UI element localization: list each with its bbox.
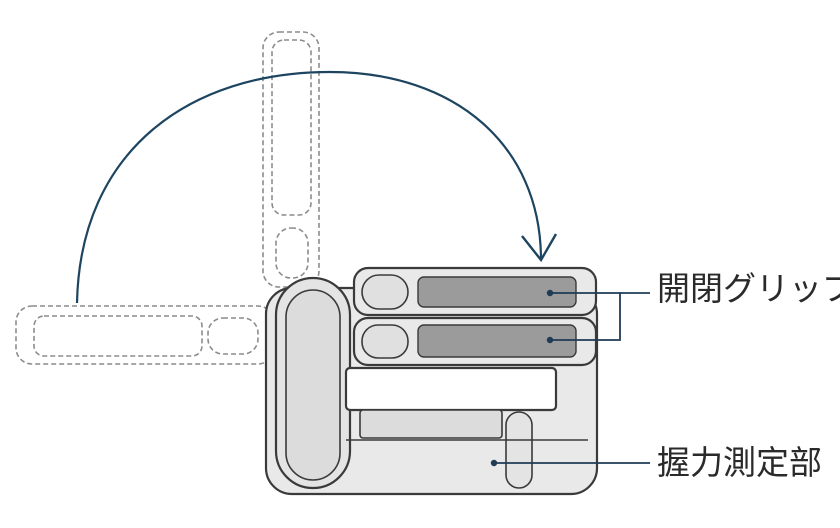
grip-leader-dot-lower bbox=[546, 336, 554, 344]
rotation-arrow bbox=[75, 70, 543, 304]
ghost-grip-vertical bbox=[262, 31, 320, 288]
rotation-arrowhead bbox=[521, 233, 558, 263]
force-measurement-label: 握力測定部 bbox=[657, 443, 822, 482]
ghost-grip-horizontal bbox=[15, 305, 275, 365]
grip-leader bbox=[550, 292, 650, 341]
device-body bbox=[264, 266, 599, 496]
grip-label: 開閉グリップ bbox=[657, 269, 840, 308]
grip-leader-dot-upper bbox=[546, 289, 554, 297]
force-leader-dot bbox=[490, 459, 498, 467]
